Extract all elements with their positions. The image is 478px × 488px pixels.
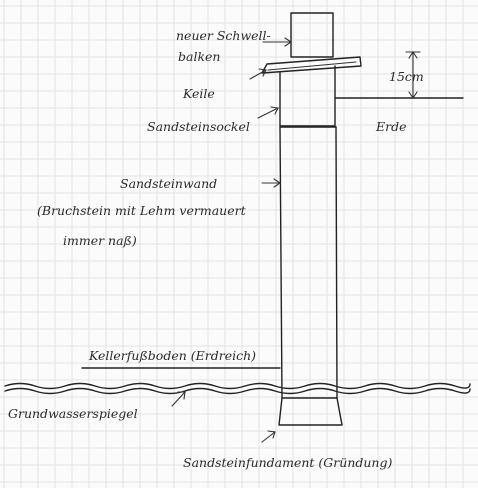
label-sill-beam-line2: balken <box>178 49 220 64</box>
label-sill-beam-line1: neuer Schwell- <box>176 28 271 43</box>
dimension-15cm <box>405 51 421 99</box>
label-groundwater: Grundwasserspiegel <box>8 406 138 421</box>
sandstone-plinth <box>279 65 336 127</box>
sandstone-foundation <box>278 397 343 426</box>
arrow-to-wedges <box>249 68 267 80</box>
label-wedges: Keile <box>182 86 215 101</box>
wedges <box>261 56 362 74</box>
arrow-to-plinth <box>257 106 279 119</box>
wall-right-edge <box>335 126 338 399</box>
wedge-split-line <box>267 61 357 71</box>
arrow-to-groundwater <box>171 391 186 407</box>
label-earth: Erde <box>375 119 407 134</box>
arrow-to-wall <box>261 178 281 188</box>
groundwater-wave-1 <box>4 382 471 390</box>
label-cellar-floor: Kellerfußboden (Erdreich) <box>88 348 256 363</box>
arrow-to-foundation <box>261 430 276 443</box>
label-wall: Sandsteinwand <box>120 176 217 191</box>
new-sill-beam <box>290 12 334 58</box>
groundwater-wave-2 <box>4 387 471 395</box>
label-foundation: Sandsteinfundament (Gründung) <box>183 455 392 470</box>
wall-left-edge <box>279 126 283 399</box>
label-wall-note-line1: (Bruchstein mit Lehm vermauert <box>37 203 247 218</box>
label-plinth: Sandsteinsockel <box>147 119 250 134</box>
label-wall-note-line2: immer naß) <box>63 233 137 248</box>
label-measure: 15cm <box>389 69 424 84</box>
arrow-to-sill-beam <box>262 37 292 47</box>
